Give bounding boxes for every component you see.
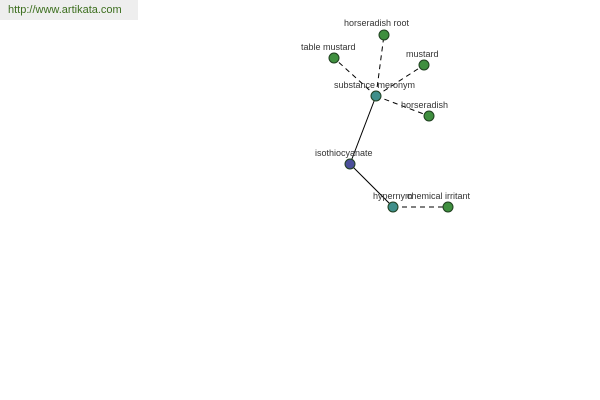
label-table-mustard: table mustard: [301, 42, 356, 52]
graph-edges: [333, 34, 448, 208]
label-hypernym: hypernym: [373, 191, 413, 201]
label-horseradish: horseradish: [401, 100, 448, 110]
graph-labels: isothiocyanate substance meronym hypernym h…: [301, 18, 471, 201]
graph-nodes: [328, 29, 454, 213]
edge-substance-meronym-to-table-mustard: [333, 57, 377, 97]
node-mustard[interactable]: [418, 59, 430, 71]
artikata-link[interactable]: http://www.artikata.com: [8, 4, 122, 16]
node-horseradish-root[interactable]: [378, 29, 390, 41]
url-banner: http://www.artikata.com: [0, 0, 138, 20]
label-isothiocyanate: isothiocyanate: [315, 148, 373, 158]
edge-substance-meronym-to-horseradish: [375, 95, 430, 117]
label-horseradish-root: horseradish root: [344, 18, 410, 28]
label-chemical-irritant: chemical irritant: [407, 191, 471, 201]
edge-substance-meronym-to-horseradish-root: [375, 34, 385, 97]
edge-isothiocyanate-to-hypernym: [349, 163, 394, 208]
edge-isothiocyanate-to-substance-meronym: [349, 95, 377, 165]
node-chemical-irritant[interactable]: [442, 201, 454, 213]
node-horseradish[interactable]: [423, 110, 435, 122]
label-mustard: mustard: [406, 49, 439, 59]
node-table-mustard[interactable]: [328, 52, 340, 64]
edge-substance-meronym-to-mustard: [375, 64, 425, 97]
label-substance-meronym: substance meronym: [334, 80, 415, 90]
node-isothiocyanate[interactable]: [344, 158, 356, 170]
node-hypernym[interactable]: [387, 201, 399, 213]
node-substance-meronym[interactable]: [370, 90, 382, 102]
